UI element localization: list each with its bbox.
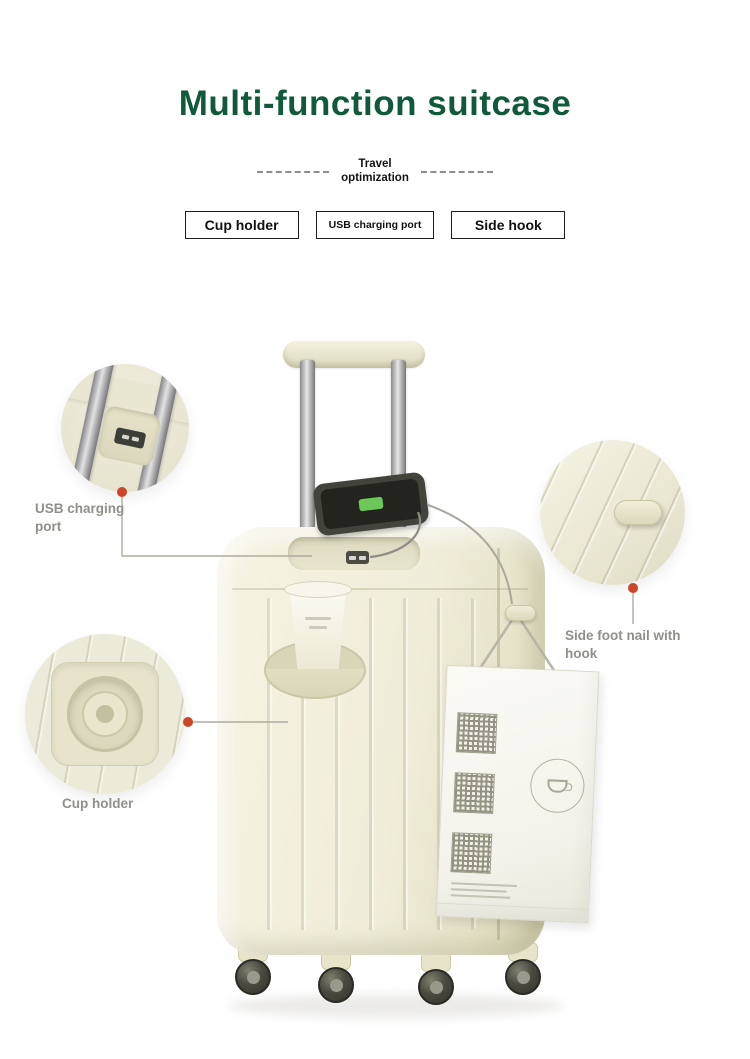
shopping-bag bbox=[435, 664, 600, 924]
zoom-cup-holder-ring-center bbox=[96, 705, 114, 723]
label-hook-line-2: hook bbox=[565, 645, 598, 661]
usb-slot bbox=[121, 434, 129, 440]
label-usb-charging-port: USB charging port bbox=[35, 500, 145, 535]
usb-slot bbox=[349, 555, 356, 560]
feature-tag-usb-port: USB charging port bbox=[315, 211, 435, 239]
wheel-tire bbox=[235, 959, 271, 995]
callout-circle-cup-detail bbox=[25, 634, 185, 794]
teacup-icon bbox=[547, 778, 573, 793]
bag-bottom-fold bbox=[437, 902, 589, 911]
label-usb-line-1: USB charging bbox=[35, 501, 125, 516]
callout-circle-usb-detail bbox=[61, 364, 189, 492]
side-hook-tab bbox=[505, 605, 536, 621]
cup-print-mark bbox=[309, 626, 327, 629]
accent-dot-hook bbox=[628, 583, 638, 593]
callout-circle-hook-detail bbox=[540, 440, 685, 585]
label-hook-line-1: Side foot nail with bbox=[565, 628, 681, 643]
label-cup-holder: Cup holder bbox=[62, 795, 182, 813]
wheel-tire bbox=[505, 959, 541, 995]
suitcase-top-seam bbox=[232, 588, 528, 590]
ground-shadow bbox=[228, 994, 564, 1018]
zoom-cup-holder-ring-mid bbox=[82, 691, 128, 737]
label-cup-text: Cup holder bbox=[62, 796, 134, 811]
battery-charging-icon bbox=[358, 496, 384, 512]
page-title: Multi-function suitcase bbox=[178, 84, 572, 123]
subtitle-row: Travel optimization bbox=[0, 158, 750, 186]
accent-dot-usb bbox=[117, 487, 127, 497]
wheel-hub bbox=[429, 980, 443, 994]
wheel bbox=[414, 952, 458, 1005]
divider-dashes-right bbox=[420, 170, 493, 173]
wheel-hub bbox=[516, 970, 530, 984]
usb-charging-port bbox=[346, 551, 369, 564]
paper-cup-rim bbox=[284, 581, 352, 598]
feature-tags-row: Cup holder USB charging port Side hook bbox=[0, 211, 750, 239]
wheel bbox=[314, 950, 358, 1003]
bag-fine-print bbox=[450, 894, 511, 899]
label-side-hook: Side foot nail with hook bbox=[565, 627, 705, 662]
cup-print-mark bbox=[305, 617, 331, 620]
teacup-handle bbox=[565, 782, 573, 791]
qr-code bbox=[453, 772, 495, 814]
qr-code bbox=[450, 832, 493, 874]
zoom-hook-tab bbox=[614, 500, 662, 525]
feature-tag-side-hook: Side hook bbox=[451, 211, 566, 239]
bag-logo-badge bbox=[529, 757, 586, 814]
feature-tag-cup-holder: Cup holder bbox=[184, 211, 299, 239]
bag-fine-print bbox=[450, 888, 507, 893]
accent-dot-cup bbox=[183, 717, 193, 727]
wheel-hub bbox=[329, 978, 343, 992]
subtitle-line-2: optimization bbox=[341, 171, 409, 184]
qr-code bbox=[455, 712, 498, 755]
usb-slot bbox=[131, 436, 139, 442]
usb-slot bbox=[359, 555, 366, 560]
wheel-hub bbox=[246, 970, 260, 984]
bag-fine-print bbox=[451, 882, 518, 888]
zoom-side-grooves bbox=[540, 440, 685, 585]
wheel-tire bbox=[418, 969, 454, 1005]
label-usb-line-2: port bbox=[35, 518, 62, 534]
wheel-tire bbox=[318, 967, 354, 1003]
phone-screen bbox=[319, 478, 423, 530]
divider-dashes-left bbox=[257, 170, 330, 173]
subtitle-line-1: Travel bbox=[358, 158, 392, 170]
subtitle: Travel optimization bbox=[341, 158, 409, 186]
